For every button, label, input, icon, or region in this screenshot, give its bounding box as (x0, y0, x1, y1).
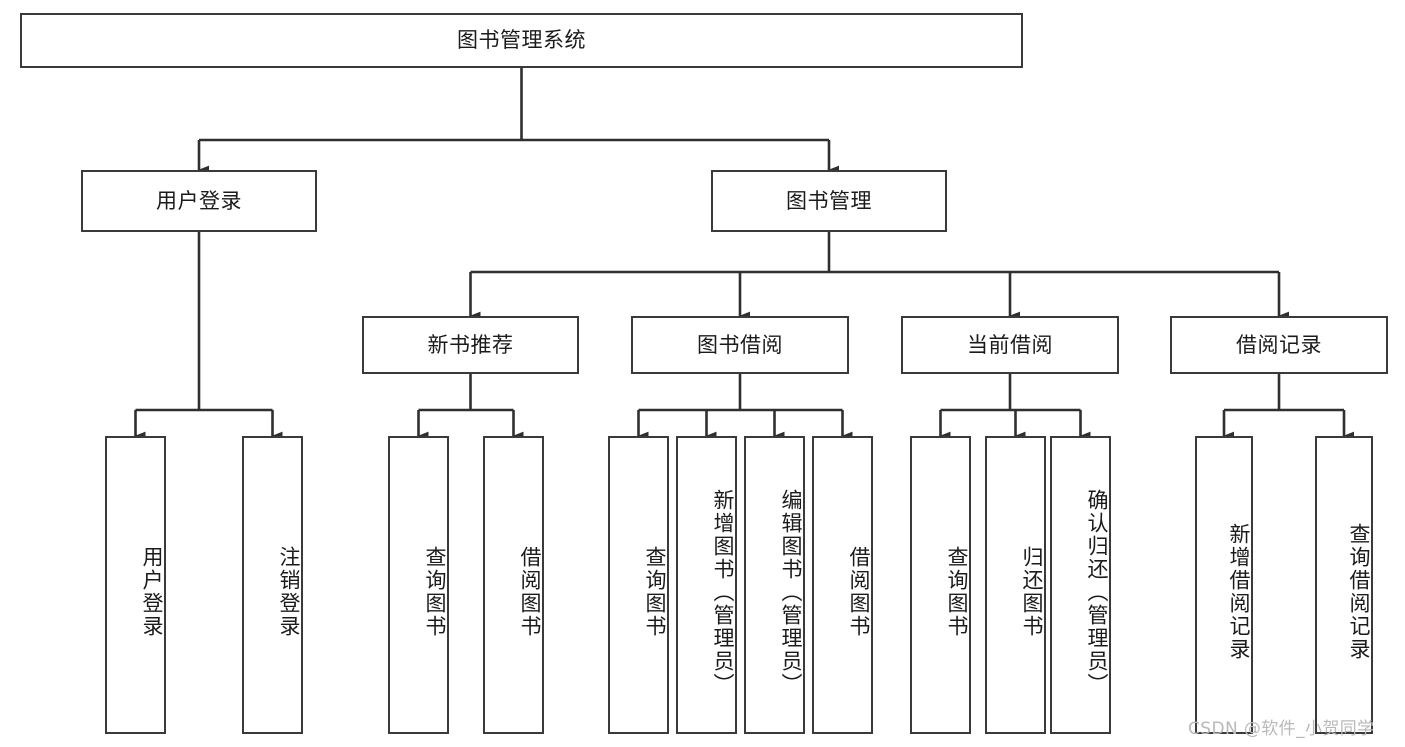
leaf-label: 注销登录 (277, 546, 301, 638)
node-root[interactable]: 图书管理系统 (20, 13, 1023, 68)
leaf-label: 查询图书 (643, 546, 667, 638)
leaf-add-borrow-record[interactable]: 新增借阅记录 (1195, 436, 1253, 734)
leaf-user-login[interactable]: 用户登录 (105, 436, 166, 734)
leaf-borrow-book-recommend[interactable]: 借阅图书 (483, 436, 544, 734)
leaf-borrow-book[interactable]: 借阅图书 (812, 436, 873, 734)
leaf-label: 编辑图书（管理员） (779, 488, 803, 696)
leaf-label: 新增借阅记录 (1227, 523, 1251, 661)
csdn-watermark: CSDN @软件_小贺同学 (1188, 719, 1375, 739)
node-user-login[interactable]: 用户登录 (81, 170, 317, 232)
leaf-label: 借阅图书 (847, 546, 871, 638)
leaf-query-book-borrow[interactable]: 查询图书 (608, 436, 669, 734)
leaf-label: 用户登录 (140, 546, 164, 638)
node-current-borrow[interactable]: 当前借阅 (901, 316, 1119, 374)
leaf-query-borrow-record[interactable]: 查询借阅记录 (1315, 436, 1373, 734)
leaf-label: 借阅图书 (518, 546, 542, 638)
leaf-confirm-return[interactable]: 确认归还（管理员） (1050, 436, 1111, 734)
leaf-add-book[interactable]: 新增图书（管理员） (676, 436, 737, 734)
leaf-logout[interactable]: 注销登录 (242, 436, 303, 734)
leaf-query-book-current[interactable]: 查询图书 (910, 436, 971, 734)
node-borrow-record[interactable]: 借阅记录 (1170, 316, 1388, 374)
leaf-label: 查询图书 (945, 546, 969, 638)
node-book-borrow[interactable]: 图书借阅 (631, 316, 849, 374)
leaf-edit-book[interactable]: 编辑图书（管理员） (744, 436, 805, 734)
leaf-label: 归还图书 (1020, 546, 1044, 638)
leaf-return-book[interactable]: 归还图书 (985, 436, 1046, 734)
node-new-book-recommend[interactable]: 新书推荐 (362, 316, 579, 374)
node-book-manage[interactable]: 图书管理 (711, 170, 947, 232)
leaf-label: 查询图书 (423, 546, 447, 638)
leaf-label: 查询借阅记录 (1347, 523, 1371, 661)
leaf-query-book-recommend[interactable]: 查询图书 (388, 436, 449, 734)
leaf-label: 确认归还（管理员） (1085, 488, 1109, 696)
leaf-label: 新增图书（管理员） (711, 488, 735, 696)
